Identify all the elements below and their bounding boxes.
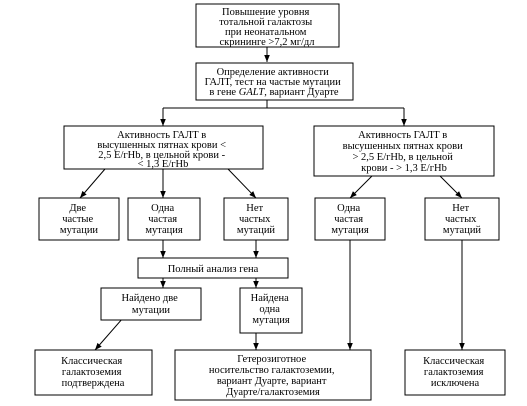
node-heterozygous: Гетерозиготное носительство галактоземии… <box>174 349 372 401</box>
node-two-mutations: Две частые мутации <box>38 197 120 241</box>
svg-text:Одна частая мутаци: Одна частая мутация <box>145 203 183 236</box>
svg-text:Полный анализ гена: Полный анализ гена <box>168 264 259 275</box>
node-low-activity: Активность ГАЛТ в высушенных пятнах кров… <box>63 125 264 170</box>
svg-text:Классическая галактоземи: Классическая галактоземия подтверждена <box>61 356 125 389</box>
svg-text:Найдена одна мутац: Найдена одна мутация <box>251 293 292 326</box>
node-classic-confirmed: Классическая галактоземия подтверждена <box>34 349 153 396</box>
svg-text:Повышение уровня тотальн: Повышение уровня тотальной галактозы при… <box>219 7 315 48</box>
node-one-mutation-left: Одна частая мутация <box>127 197 201 241</box>
node-galt-test: Определение активности ГАЛТ, тест на час… <box>195 62 354 101</box>
node-classic-excluded: Классическая галактоземия исключена <box>404 349 506 396</box>
node-full-analysis: Полный анализ гена <box>137 257 289 279</box>
svg-text:Активность ГАЛТ в высуше: Активность ГАЛТ в высушенных пятнах кров… <box>97 130 228 170</box>
node-high-activity: Активность ГАЛТ в высушенных пятнах кров… <box>313 125 495 177</box>
svg-text:Найдено две мутации: Найдено две мутации <box>122 293 181 316</box>
svg-text:Две частые мутации: Две частые мутации <box>60 203 99 236</box>
svg-text:Классическая галактоземи: Классическая галактоземия исключена <box>423 356 487 389</box>
svg-text:Нет частых мутаций: Нет частых мутаций <box>237 203 276 236</box>
connectors <box>79 47 465 351</box>
svg-text:Определение активности Г: Определение активности ГАЛТ, тест на час… <box>205 67 344 98</box>
node-found-two: Найдено две мутации <box>100 287 202 321</box>
svg-text:Нет частых мутаций: Нет частых мутаций <box>443 203 482 236</box>
svg-text:Одна частая мутаци: Одна частая мутация <box>331 203 369 236</box>
svg-text:Гетерозиготное носительс: Гетерозиготное носительство галактоземии… <box>209 354 337 398</box>
node-found-one: Найдена одна мутация <box>239 287 303 334</box>
node-no-mutation-right: Нет частых мутаций <box>424 197 500 241</box>
svg-text:Активность ГАЛТ в высуше: Активность ГАЛТ в высушенных пятнах кров… <box>343 130 466 174</box>
node-no-mutation-left: Нет частых мутаций <box>223 197 289 241</box>
node-one-mutation-right: Одна частая мутация <box>314 197 386 241</box>
node-screening: Повышение уровня тотальной галактозы при… <box>195 3 340 48</box>
